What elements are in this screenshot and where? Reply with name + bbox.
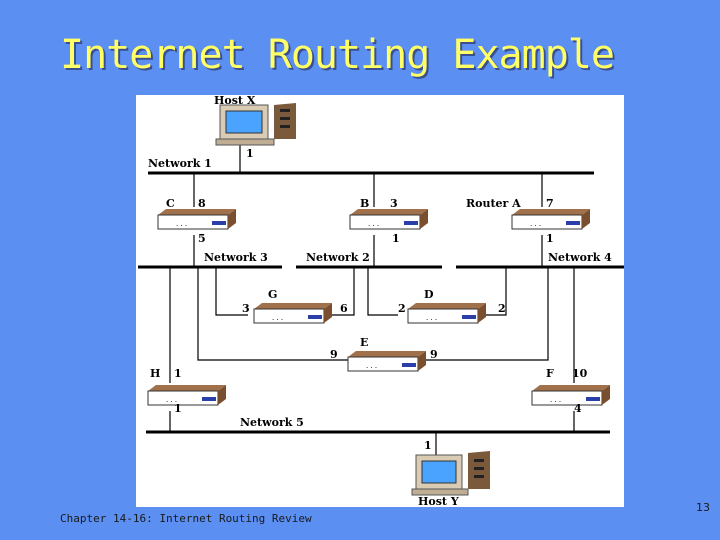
router-b-port-top: 3: [390, 197, 398, 210]
router-e-port-left: 9: [330, 348, 338, 361]
slide-title: Internet Routing Example: [60, 32, 615, 78]
router-g-port-left: 3: [242, 302, 250, 315]
router-g-label: G: [268, 288, 277, 301]
router-h-port-bottom: 1: [174, 402, 182, 415]
router-g-port-right: 6: [340, 302, 348, 315]
host-x-label: Host X: [214, 95, 256, 107]
router-c-port-bottom: 5: [198, 232, 206, 245]
network-4-label: Network 4: [548, 251, 612, 264]
network-diagram-svg: . . .: [138, 94, 624, 508]
footer-text: Chapter 14-16: Internet Routing Review: [60, 512, 312, 525]
router-a-port-top: 7: [546, 197, 554, 210]
host-x-port: 1: [246, 147, 254, 160]
network-3-label: Network 3: [204, 251, 268, 264]
host-y-computer-icon: [411, 451, 490, 496]
router-b-port-bottom: 1: [392, 232, 400, 245]
host-y-label: Host Y: [418, 495, 459, 507]
router-b-icon: [349, 208, 429, 230]
router-g-icon: [253, 302, 333, 324]
router-d-label: D: [424, 288, 434, 301]
router-h-label: H: [150, 367, 160, 380]
router-h-icon: [147, 384, 227, 406]
router-a-icon: [511, 208, 591, 230]
host-y-port: 1: [424, 439, 432, 452]
router-f-label: F: [546, 367, 554, 380]
router-a-label: Router A: [466, 197, 521, 210]
router-d-port-left: 2: [398, 302, 406, 315]
router-e-port-right: 9: [430, 348, 438, 361]
network-2-label: Network 2: [306, 251, 370, 264]
host-x-computer-icon: [215, 103, 296, 146]
router-c-icon: [157, 208, 237, 230]
network-1-label: Network 1: [148, 157, 212, 170]
router-d-port-right: 2: [498, 302, 506, 315]
router-a-port-bottom: 1: [546, 232, 554, 245]
router-c-label: C: [166, 197, 175, 210]
router-e-label: E: [360, 336, 368, 349]
router-d-icon: [407, 302, 487, 324]
router-b-label: B: [360, 197, 369, 210]
page-number: 13: [696, 501, 710, 514]
router-f-port-bottom: 4: [574, 402, 582, 415]
router-h-port-top: 1: [174, 367, 182, 380]
network-diagram: . . .: [136, 94, 624, 508]
network-5-label: Network 5: [240, 416, 304, 429]
router-f-port-top: 10: [572, 367, 588, 380]
router-c-port-top: 8: [198, 197, 206, 210]
router-e-icon: [347, 350, 427, 372]
router-f-icon: [531, 384, 611, 406]
